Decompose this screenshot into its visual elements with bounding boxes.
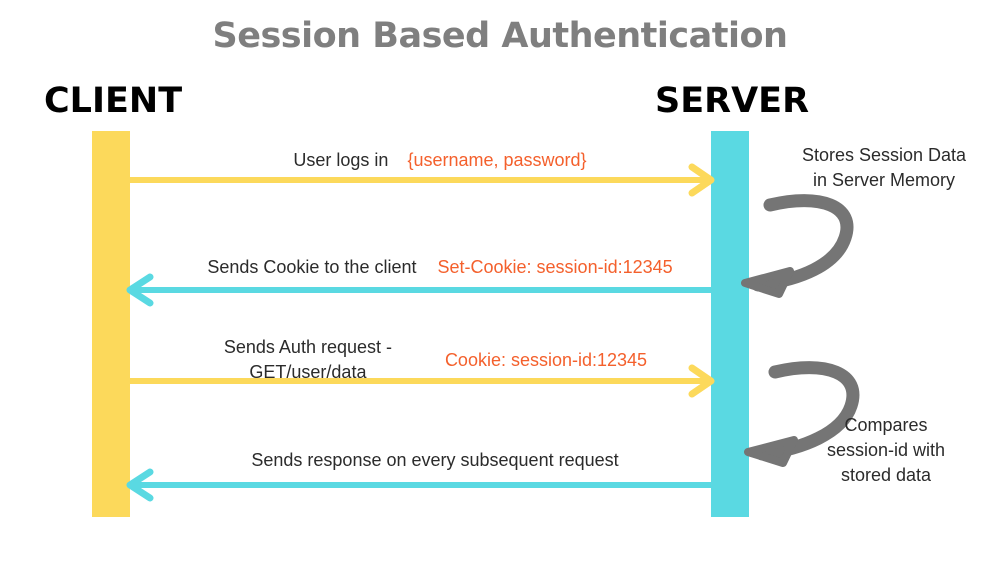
arrow-response [126, 468, 711, 502]
message-text-auth-request-line1: Sends Auth request - [223, 337, 392, 357]
page-title: Session Based Authentication [212, 16, 788, 56]
curved-arrow-stores-session [741, 194, 854, 298]
message-text-auth-request-line2: GET/user/data [249, 362, 367, 382]
actor-label-server: SERVER [655, 81, 810, 121]
lifeline-client [92, 131, 130, 517]
annotation-compares-session: Compares session-id with stored data [800, 413, 972, 488]
message-code-auth-request: Cookie: session-id:12345 [444, 349, 648, 370]
message-label-set-cookie: Sends Cookie to the client Set-Cookie: s… [150, 255, 730, 280]
actor-label-client: CLIENT [44, 81, 183, 121]
message-label-response: Sends response on every subsequent reque… [150, 448, 720, 473]
annotation-stores-session-line1: Stores Session Data [801, 145, 967, 165]
message-label-login: User logs in {username, password} [230, 148, 650, 173]
message-label-auth-request: Sends Auth request - GET/user/data Cooki… [170, 335, 670, 385]
annotation-stores-session-line2: in Server Memory [812, 170, 956, 190]
message-text-response: Sends response on every subsequent reque… [251, 450, 619, 470]
annotation-stores-session: Stores Session Data in Server Memory [784, 143, 984, 193]
message-code-set-cookie: Set-Cookie: session-id:12345 [437, 257, 673, 277]
annotation-compares-session-line2: session-id with [826, 440, 946, 460]
annotation-compares-session-line1: Compares [844, 415, 928, 435]
message-text-login: User logs in [293, 150, 389, 170]
message-text-set-cookie: Sends Cookie to the client [207, 257, 417, 277]
annotation-compares-session-line3: stored data [840, 465, 932, 485]
arrow-set-cookie [126, 273, 711, 307]
lifeline-server [711, 131, 749, 517]
message-code-login: {username, password} [407, 150, 587, 170]
